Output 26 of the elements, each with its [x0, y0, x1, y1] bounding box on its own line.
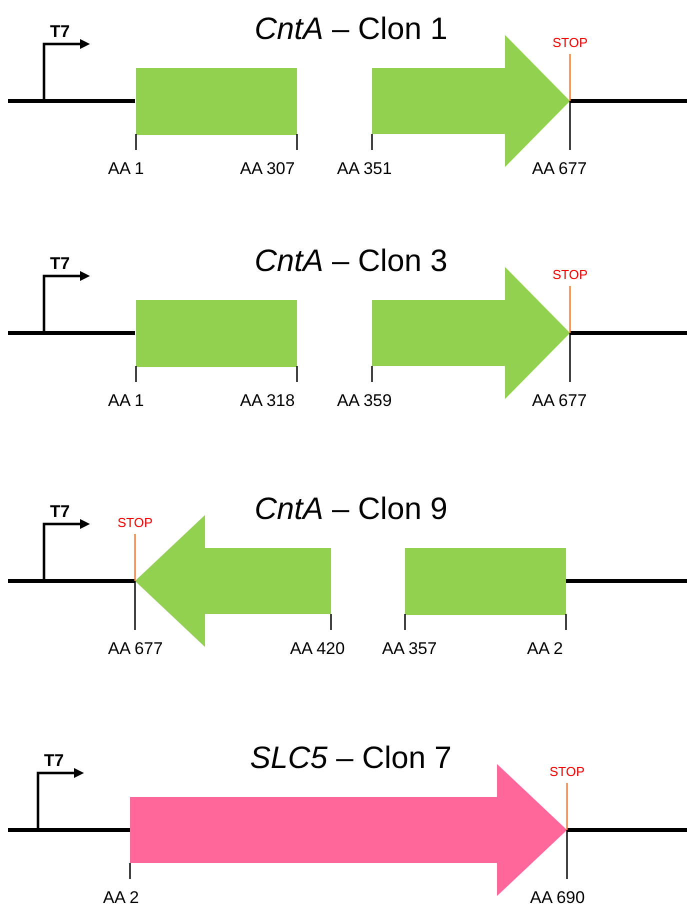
amino-acid-position: AA 420 [290, 640, 345, 656]
amino-acid-position: AA 1 [108, 160, 144, 176]
construct-title: CntA – Clon 1 [254, 12, 448, 44]
amino-acid-position: AA 307 [240, 160, 295, 176]
promoter-label: T7 [50, 22, 70, 40]
construct-title: SLC5 – Clon 7 [250, 742, 452, 772]
amino-acid-position: AA 677 [532, 392, 587, 408]
amino-acid-position: AA 318 [240, 392, 295, 408]
promoter-label: T7 [44, 752, 64, 768]
stop-codon-label: STOP [552, 268, 588, 280]
promoter-label: T7 [50, 502, 70, 520]
construct-title: CntA – Clon 3 [254, 244, 448, 276]
amino-acid-position: AA 359 [337, 392, 392, 408]
amino-acid-position: AA 1 [108, 392, 144, 408]
promoter-label: T7 [50, 254, 70, 272]
stop-codon-label: STOP [118, 516, 153, 528]
amino-acid-position: AA 690 [530, 888, 585, 906]
stop-codon-label: STOP [552, 36, 588, 48]
amino-acid-position: AA 2 [103, 888, 139, 906]
amino-acid-position: AA 677 [532, 160, 587, 176]
construct-title: CntA – Clon 9 [254, 492, 448, 524]
stop-codon-label: STOP [550, 764, 585, 778]
amino-acid-position: AA 677 [108, 640, 163, 656]
amino-acid-position: AA 2 [527, 640, 563, 656]
amino-acid-position: AA 351 [337, 160, 392, 176]
amino-acid-position: AA 357 [382, 640, 437, 656]
